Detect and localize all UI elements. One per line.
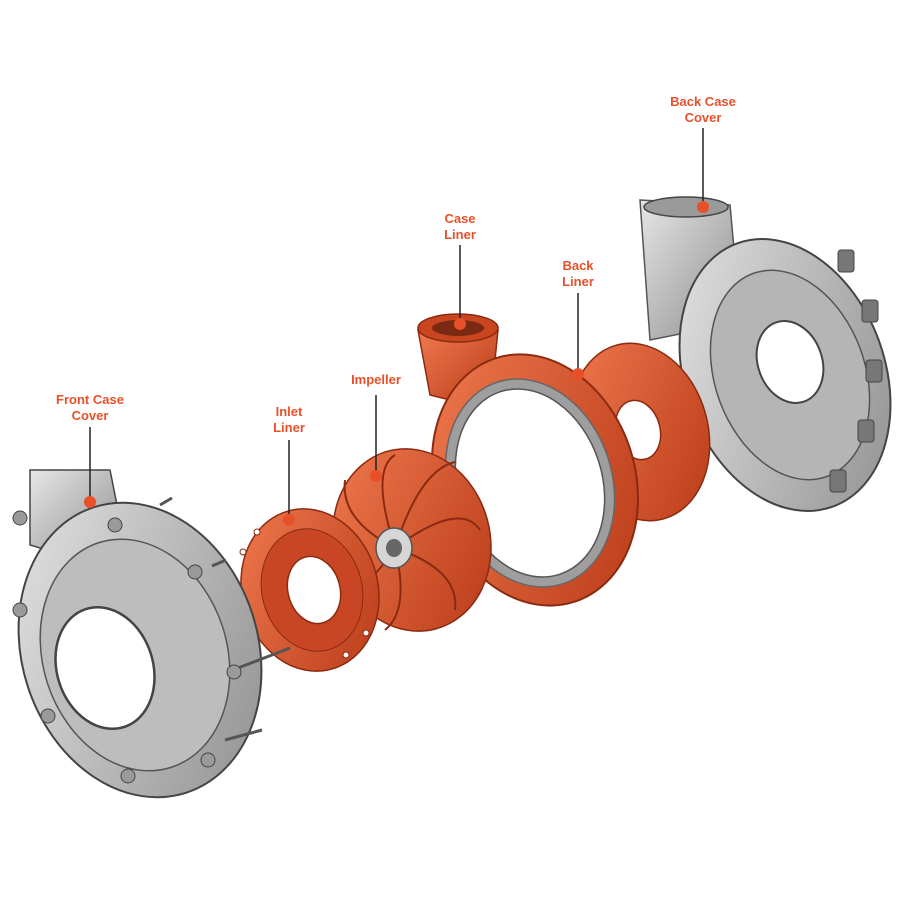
- dot-back-liner: [572, 368, 584, 380]
- dot-case-liner: [454, 318, 466, 330]
- dot-front-case-cover: [84, 496, 96, 508]
- leader-lines: [89, 128, 704, 518]
- case-liner-part: [417, 313, 640, 607]
- dot-inlet-liner: [283, 514, 295, 526]
- label-case-liner: Case Liner: [444, 211, 476, 242]
- callout-dots: [84, 201, 709, 526]
- label-impeller: Impeller: [351, 372, 401, 387]
- dot-impeller: [370, 470, 382, 482]
- label-inlet-liner: Inlet Liner: [273, 404, 305, 435]
- label-back-case-cover: Back Case Cover: [670, 94, 736, 125]
- dot-back-case-cover: [697, 201, 709, 213]
- label-front-case-cover: Front Case Cover: [56, 392, 124, 423]
- front-case-cover-part: [12, 469, 291, 799]
- label-back-liner: Back Liner: [562, 258, 594, 289]
- back-case-cover-part: [639, 196, 892, 512]
- inlet-liner-part: [239, 508, 380, 672]
